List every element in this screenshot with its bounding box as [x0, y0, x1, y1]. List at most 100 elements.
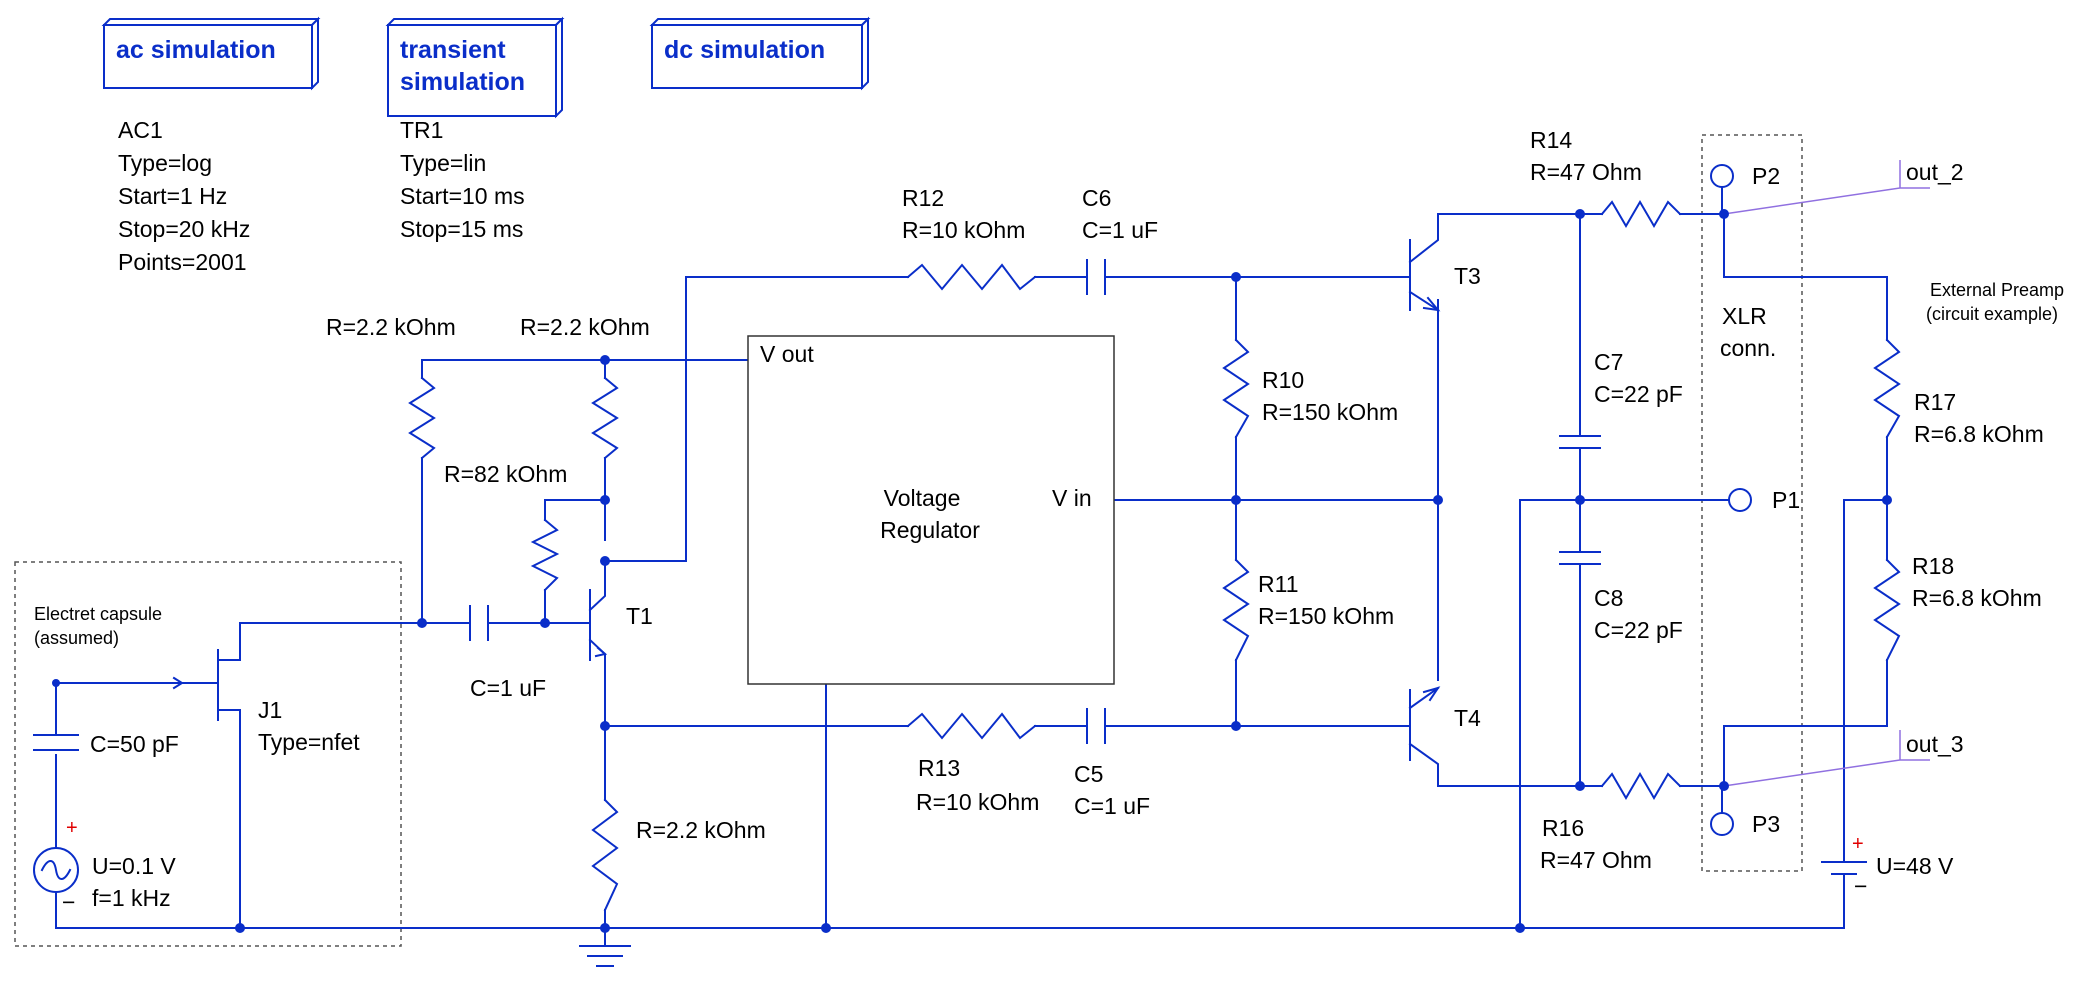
- svg-text:P3: P3: [1752, 811, 1780, 837]
- capacitor-input: [469, 605, 489, 641]
- resistor-r18: [1873, 558, 1901, 662]
- resistor-r11: [1222, 558, 1250, 662]
- svg-text:(circuit example): (circuit example): [1926, 304, 2058, 324]
- svg-text:P2: P2: [1752, 163, 1780, 189]
- label-r-left: R=2.2 kOhm: [326, 314, 456, 340]
- ac-simulation-params: AC1 Type=log Start=1 Hz Stop=20 kHz Poin…: [118, 117, 250, 275]
- regulator-title-1: Voltage: [884, 485, 961, 511]
- label-r18-val: R=6.8 kOhm: [1912, 585, 2042, 611]
- preamp-title: External Preamp (circuit example): [1926, 280, 2064, 324]
- label-r17-val: R=6.8 kOhm: [1914, 421, 2044, 447]
- svg-text:−: −: [62, 889, 75, 915]
- resistor-82k: [530, 518, 560, 592]
- label-t4: T4: [1454, 705, 1481, 731]
- label-r-82k: R=82 kOhm: [444, 461, 567, 487]
- svg-text:(assumed): (assumed): [34, 628, 119, 648]
- label-r14: R14: [1530, 127, 1572, 153]
- label-r13: R13: [918, 755, 960, 781]
- label-c6-val: C=1 uF: [1082, 217, 1158, 243]
- transient-simulation-label-1: transient: [400, 36, 506, 64]
- transistor-t4: [1379, 686, 1441, 787]
- dc-simulation-block[interactable]: dc simulation: [649, 16, 871, 91]
- component-labels: R=2.2 kOhm R=2.2 kOhm R=82 kOhm C=1 uF T…: [90, 127, 2044, 911]
- svg-text:out_2: out_2: [1906, 159, 1964, 185]
- dc-voltage-source: + −: [1821, 819, 1867, 901]
- capacitor-c7: [1559, 389, 1601, 461]
- label-c5-val: C=1 uF: [1074, 793, 1150, 819]
- svg-text:TR1: TR1: [400, 117, 443, 143]
- net-label-out2: out_2: [1723, 159, 1964, 215]
- svg-text:−: −: [1854, 873, 1867, 899]
- ground-symbol: [579, 945, 631, 967]
- ac-simulation-label: ac simulation: [116, 36, 276, 64]
- svg-text:P1: P1: [1772, 487, 1800, 513]
- jfet-j1: [172, 649, 241, 721]
- transistor-t3: [1379, 213, 1441, 312]
- electret-capsule-frame: [14, 561, 402, 947]
- svg-text:Start=1 Hz: Start=1 Hz: [118, 183, 227, 209]
- resistor-r10: [1222, 338, 1250, 439]
- svg-text:XLR: XLR: [1722, 303, 1767, 329]
- label-j1-type: Type=nfet: [258, 729, 360, 755]
- label-r10-val: R=150 kOhm: [1262, 399, 1398, 425]
- capacitor-c6: [1086, 259, 1125, 295]
- ac-simulation-block[interactable]: ac simulation: [101, 16, 321, 91]
- svg-text:External Preamp: External Preamp: [1930, 280, 2064, 300]
- capsule-title: Electret capsule (assumed): [34, 604, 162, 648]
- port-p3[interactable]: P3: [1710, 785, 1780, 837]
- svg-text:+: +: [66, 817, 78, 839]
- label-t3: T3: [1454, 263, 1481, 289]
- port-p2[interactable]: P2: [1710, 163, 1780, 215]
- transient-simulation-block[interactable]: transient simulation: [385, 16, 565, 119]
- xlr-title: XLR conn.: [1720, 303, 1776, 361]
- label-c8-val: C=22 pF: [1594, 617, 1683, 643]
- label-r-mid: R=2.2 kOhm: [520, 314, 650, 340]
- capacitor-c5: [1086, 708, 1125, 744]
- label-r18: R18: [1912, 553, 1954, 579]
- label-r-emitter: R=2.2 kOhm: [636, 817, 766, 843]
- label-r14-val: R=47 Ohm: [1530, 159, 1642, 185]
- regulator-vin-label: V in: [1052, 485, 1092, 511]
- svg-text:out_3: out_3: [1906, 731, 1964, 757]
- resistor-r17: [1873, 338, 1901, 439]
- svg-text:conn.: conn.: [1720, 335, 1776, 361]
- label-c50: C=50 pF: [90, 731, 179, 757]
- label-r11: R11: [1258, 571, 1299, 597]
- resistor-left-2k2: [408, 376, 436, 460]
- label-r10: R10: [1262, 367, 1304, 393]
- label-r17: R17: [1914, 389, 1956, 415]
- capacitors: [33, 259, 1601, 751]
- transient-simulation-label-2: simulation: [400, 68, 525, 96]
- voltage-regulator-block[interactable]: V out V in Voltage Regulator: [747, 335, 1115, 685]
- svg-text:Type=log: Type=log: [118, 150, 212, 176]
- label-r16-val: R=47 Ohm: [1540, 847, 1652, 873]
- label-r11-val: R=150 kOhm: [1258, 603, 1394, 629]
- label-r16: R16: [1542, 815, 1584, 841]
- label-c7-val: C=22 pF: [1594, 381, 1683, 407]
- resistor-r14: [1600, 200, 1682, 228]
- svg-text:Stop=20 kHz: Stop=20 kHz: [118, 216, 250, 242]
- label-c-in: C=1 uF: [470, 675, 546, 701]
- label-dc-source: U=48 V: [1876, 853, 1954, 879]
- transient-simulation-params: TR1 Type=lin Start=10 ms Stop=15 ms: [400, 117, 525, 242]
- svg-text:Electret capsule: Electret capsule: [34, 604, 162, 624]
- regulator-title-2: Regulator: [880, 517, 980, 543]
- capacitor-c8: [1559, 539, 1601, 611]
- label-j1: J1: [258, 697, 282, 723]
- port-p1[interactable]: P1: [1728, 487, 1800, 513]
- svg-text:Start=10 ms: Start=10 ms: [400, 183, 525, 209]
- label-r13-val: R=10 kOhm: [916, 789, 1039, 815]
- wires: [55, 213, 1888, 947]
- transistor-t1: [588, 560, 608, 661]
- label-c8: C8: [1594, 585, 1623, 611]
- junction-dots: [52, 209, 1892, 933]
- ac-voltage-source: + −: [33, 817, 79, 915]
- resistor-emitter-2k2: [591, 798, 619, 912]
- label-src-f: f=1 kHz: [92, 885, 171, 911]
- dc-simulation-label: dc simulation: [664, 36, 825, 64]
- label-c7: C7: [1594, 349, 1623, 375]
- resistor-r13: [906, 712, 1037, 740]
- svg-text:Stop=15 ms: Stop=15 ms: [400, 216, 523, 242]
- label-r12: R12: [902, 185, 944, 211]
